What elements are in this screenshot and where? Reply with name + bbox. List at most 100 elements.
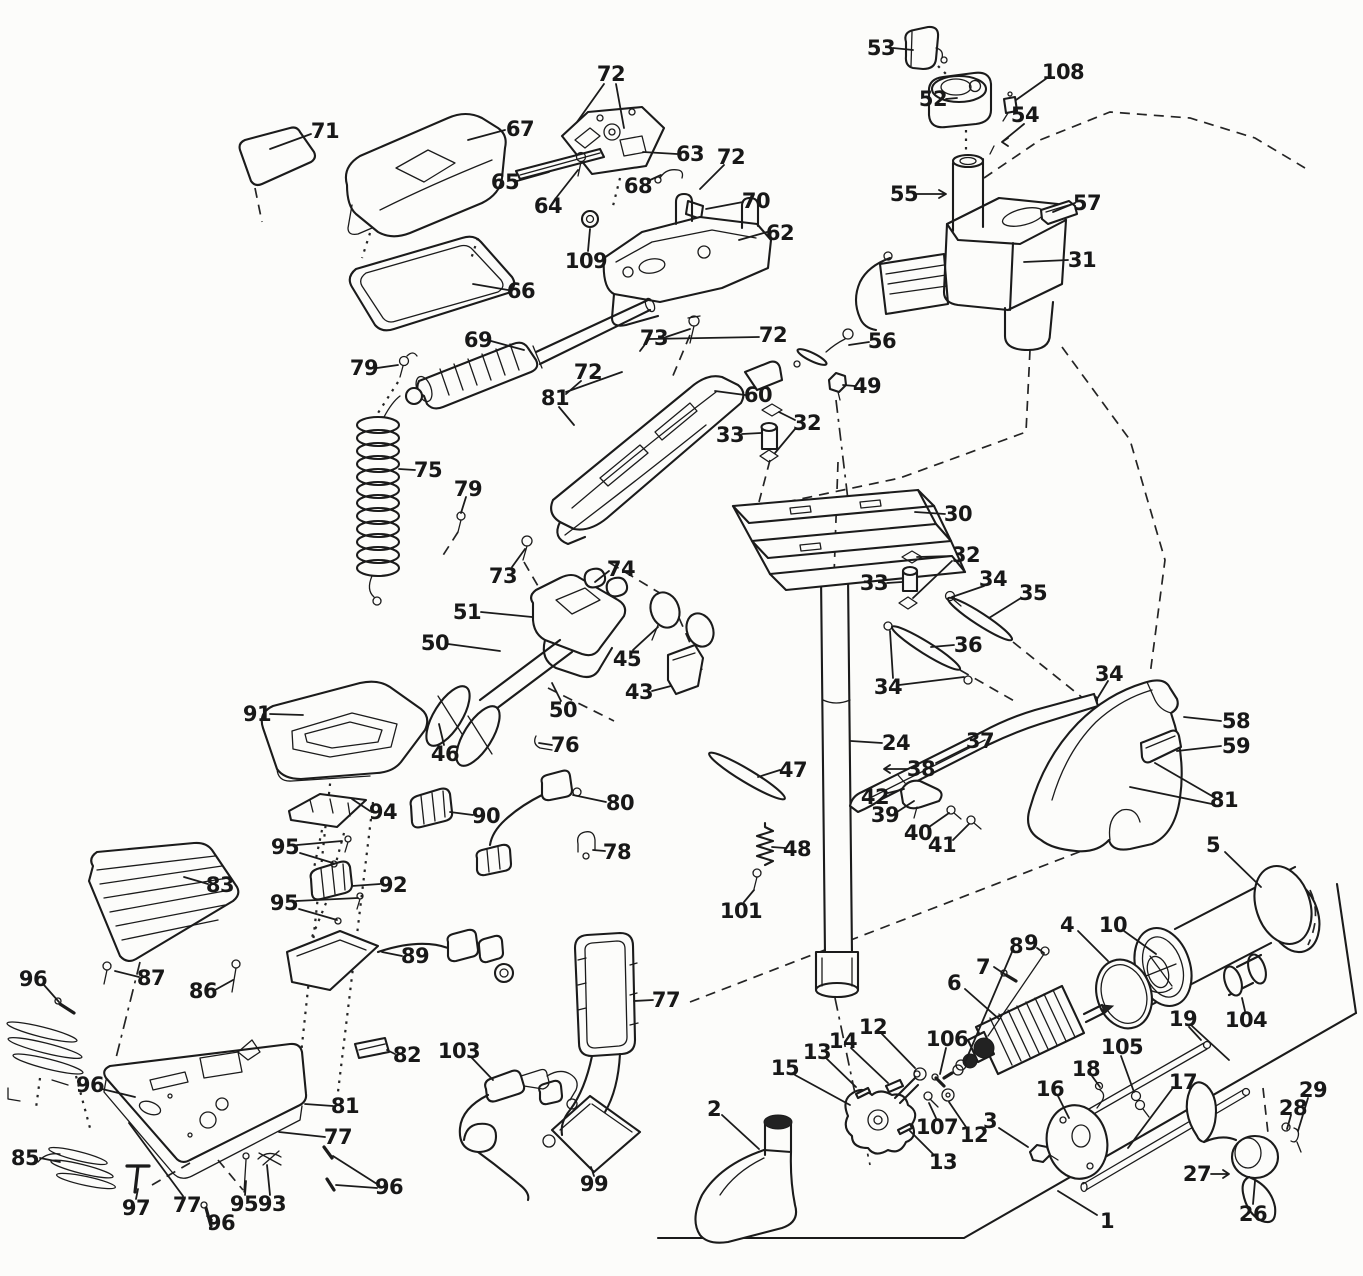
part-label-12: 12 (859, 1015, 887, 1039)
leader-line (1052, 202, 1076, 213)
leader-line (1096, 680, 1109, 700)
part-label-99: 99 (580, 1172, 608, 1196)
leader-line (1188, 1026, 1202, 1041)
leader-line (460, 496, 467, 514)
leader-line (721, 1114, 760, 1150)
leader-line (892, 47, 914, 51)
part-label-27: 27 (1183, 1162, 1211, 1186)
leader-line (214, 979, 234, 991)
leader-line (741, 432, 762, 435)
part-label-12: 12 (960, 1123, 988, 1147)
center-line (254, 187, 263, 223)
part-label-73: 73 (489, 564, 517, 588)
leader-line (639, 336, 760, 352)
part-label-77: 77 (173, 1193, 201, 1217)
leader-line (594, 570, 610, 583)
center-line (377, 381, 399, 414)
part-label-28: 28 (1279, 1096, 1307, 1120)
part-bottom-left-hardware (6, 1021, 336, 1228)
leader-line (335, 1184, 378, 1189)
leader-line (1252, 1180, 1256, 1205)
leader-line (467, 129, 506, 141)
part-label-33: 33 (716, 423, 744, 447)
part-label-78: 78 (603, 840, 631, 864)
part-label-37: 37 (966, 729, 994, 753)
part-label-6: 6 (947, 971, 961, 995)
center-line (771, 349, 1031, 506)
leader-line (951, 585, 985, 598)
part-label-38: 38 (907, 757, 935, 781)
part-label-55: 55 (890, 182, 918, 206)
part-label-72: 72 (574, 360, 602, 384)
leader-line (948, 1101, 967, 1128)
part-label-14: 14 (829, 1029, 857, 1053)
center-line (833, 461, 839, 577)
leader-line (351, 798, 371, 812)
part-label-75: 75 (414, 458, 442, 482)
part-gasket (348, 235, 516, 332)
part-label-45: 45 (613, 647, 641, 671)
part-label-96: 96 (207, 1211, 235, 1235)
part-coiled-cord (355, 352, 466, 606)
leader-line (1191, 1025, 1230, 1061)
part-label-74: 74 (607, 557, 635, 581)
part-label-103: 103 (438, 1039, 480, 1063)
leader-line (572, 794, 607, 803)
part-label-26: 26 (1239, 1202, 1267, 1226)
part-label-2: 2 (707, 1097, 721, 1121)
center-line (1012, 641, 1085, 700)
part-label-51: 51 (453, 600, 481, 624)
parts-layer (6, 25, 1358, 1244)
leader-line (1297, 1097, 1309, 1132)
leader-line (1057, 1190, 1098, 1216)
center-line (312, 829, 324, 869)
part-end-plate (1045, 1081, 1150, 1180)
part-label-95: 95 (271, 835, 299, 859)
part-label-13: 13 (929, 1150, 957, 1174)
leader-line (935, 746, 969, 764)
leader-line (1023, 259, 1069, 263)
part-label-89: 89 (401, 944, 429, 968)
leader-line (1036, 947, 1045, 954)
leader-line (993, 966, 1007, 976)
leader-line (128, 1122, 184, 1197)
leader-line (916, 555, 953, 558)
part-label-10: 10 (1099, 913, 1127, 937)
part-label-79: 79 (454, 477, 482, 501)
leader-line (587, 228, 591, 252)
leader-line (1154, 762, 1213, 797)
part-label-69: 69 (464, 328, 492, 352)
leader-line (928, 1102, 937, 1119)
leader-line (1091, 1075, 1101, 1088)
part-label-17: 17 (1169, 1070, 1197, 1094)
part-label-101: 101 (720, 899, 762, 923)
center-line (439, 531, 459, 561)
leader-line (771, 846, 786, 849)
part-label-76: 76 (551, 733, 579, 757)
leader-line (633, 999, 654, 1002)
leader-line (376, 364, 399, 369)
part-label-72: 72 (717, 145, 745, 169)
leader-line (269, 133, 312, 150)
part-nose-cone (694, 1114, 798, 1244)
part-label-47: 47 (779, 758, 807, 782)
leader-line (183, 876, 209, 885)
leader-line (351, 883, 381, 887)
part-armature (942, 946, 1115, 1080)
leader-line (778, 411, 796, 421)
part-base-plate (103, 1039, 308, 1179)
leader-line (883, 764, 909, 774)
part-channel-bracket (731, 488, 967, 592)
part-label-106: 106 (926, 1027, 968, 1051)
center-line (547, 687, 615, 722)
part-label-34: 34 (979, 567, 1007, 591)
part-label-42: 42 (861, 785, 889, 809)
leader-line (398, 468, 416, 471)
leader-line (850, 740, 883, 744)
part-side-cover (1027, 679, 1183, 853)
leader-line (298, 908, 338, 921)
part-arm-housing (550, 315, 848, 546)
part-label-43: 43 (625, 680, 653, 704)
leader-line (647, 174, 662, 182)
part-label-53: 53 (867, 36, 895, 60)
